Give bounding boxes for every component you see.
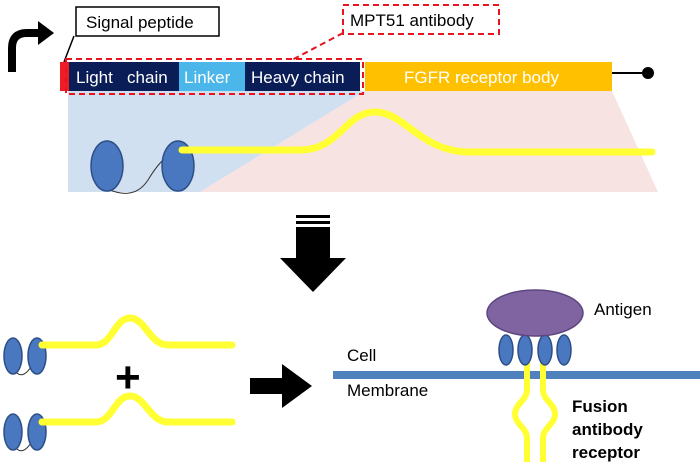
signal-peptide-segment xyxy=(60,62,69,91)
receptor-strand xyxy=(178,108,656,156)
fgfr-receptor-segment xyxy=(365,62,612,91)
monomer-upper xyxy=(3,314,236,376)
right-arrow-icon xyxy=(250,364,312,408)
linker-segment xyxy=(179,62,245,91)
mpt51-antibody-box xyxy=(342,4,500,35)
terminal-dot xyxy=(642,67,654,79)
heavy-chain-segment xyxy=(245,62,360,91)
antigen-shape xyxy=(486,289,584,337)
mpt51-antibody-label: MPT51 antibody xyxy=(350,11,474,30)
down-arrow-stripe-2 xyxy=(296,221,330,224)
fgfr-receptor-label: FGFR receptor body xyxy=(404,68,559,87)
light-chain-domain xyxy=(90,140,124,192)
receptor-domain-4 xyxy=(556,334,572,366)
cell-label: Cell xyxy=(347,346,376,365)
promoter-arrow-icon xyxy=(8,29,40,72)
receptor-domain-1 xyxy=(498,334,514,366)
monomer-lower-domain-1 xyxy=(3,413,23,451)
antibody-projection-cone xyxy=(68,91,365,192)
light-chain-segment xyxy=(69,62,179,91)
fusion-label-line-1: Fusion xyxy=(572,397,628,416)
cell-membrane xyxy=(333,371,700,379)
monomer-upper-domain-1 xyxy=(3,337,23,375)
receptor-domain-3 xyxy=(537,334,553,366)
monomer-lower xyxy=(3,392,236,452)
linker-label: Linker xyxy=(184,68,231,87)
fusion-label-line-2: antibody xyxy=(572,420,643,439)
antigen-label: Antigen xyxy=(594,300,652,319)
mpt51-antibody-bracket xyxy=(65,58,364,95)
mpt51-pointer xyxy=(289,32,344,62)
signal-peptide-label: Signal peptide xyxy=(86,13,194,32)
promoter-arrowhead xyxy=(38,21,54,45)
fusion-label-line-3: receptor xyxy=(572,443,640,462)
down-arrow-stripe-1 xyxy=(296,215,330,218)
down-arrow-icon xyxy=(280,227,346,292)
receptor-strand-left xyxy=(511,360,530,462)
monomer-upper-strand xyxy=(38,314,236,349)
receptor-domain-2 xyxy=(517,334,533,366)
receptor-strand-right xyxy=(540,360,559,462)
signal-peptide-pointer xyxy=(63,35,75,63)
heavy-chain-label: Heavy chain xyxy=(251,68,345,87)
membrane-label: Membrane xyxy=(347,381,428,400)
monomer-lower-strand xyxy=(38,392,236,426)
signal-peptide-box xyxy=(75,6,220,37)
light-chain-label: Light chain xyxy=(76,68,168,87)
